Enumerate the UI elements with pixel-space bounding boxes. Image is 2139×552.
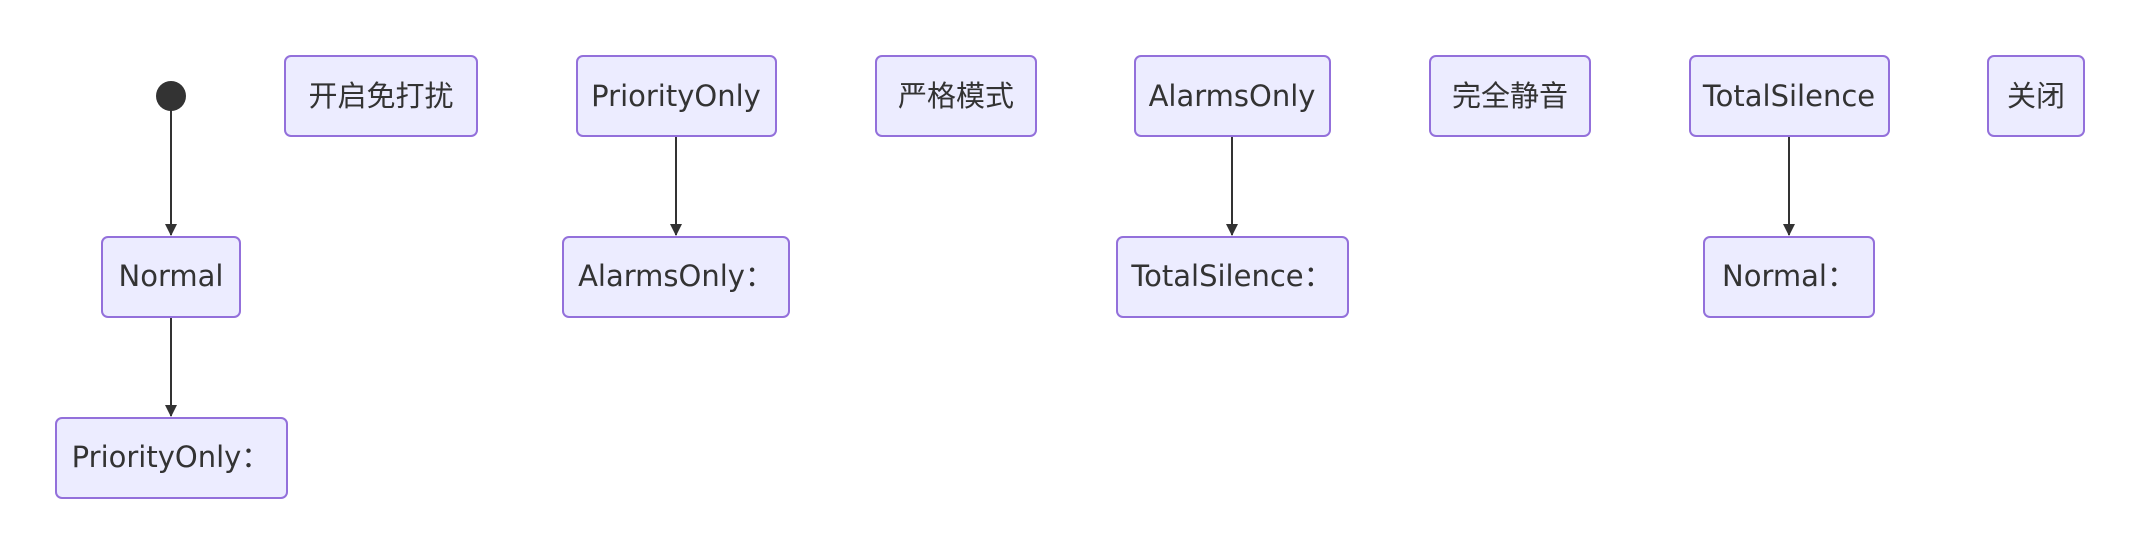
state-node-totalsilence-target[interactable]: TotalSilence： [1116,236,1349,318]
state-label-enable-dnd: 开启免打扰 [308,79,453,113]
state-node-close[interactable]: 关闭 [1987,55,2085,137]
state-node-full-mute[interactable]: 完全静音 [1429,55,1591,137]
state-node-priorityonly[interactable]: PriorityOnly [576,55,777,137]
state-label-alarmsonly: AlarmsOnly [1149,79,1316,113]
state-label-totalsilence-target: TotalSilence： [1130,259,1332,293]
state-node-normal[interactable]: Normal [101,236,241,318]
state-label-totalsilence: TotalSilence [1702,79,1875,113]
state-label-strict-mode: 严格模式 [898,79,1014,113]
state-label-priorityonly: PriorityOnly [591,79,761,113]
state-node-alarmsonly-target[interactable]: AlarmsOnly： [562,236,790,318]
state-node-priorityonly-target[interactable]: PriorityOnly： [55,417,288,499]
start-state-dot [156,81,186,111]
state-node-normal-target[interactable]: Normal： [1703,236,1875,318]
state-node-alarmsonly[interactable]: AlarmsOnly [1134,55,1331,137]
state-label-close: 关闭 [2007,79,2065,113]
state-label-normal-target: Normal： [1722,259,1856,293]
state-node-strict-mode[interactable]: 严格模式 [875,55,1037,137]
state-label-normal: Normal [119,259,224,293]
state-label-full-mute: 完全静音 [1452,79,1568,113]
state-node-enable-dnd[interactable]: 开启免打扰 [284,55,478,137]
state-label-alarmsonly-target: AlarmsOnly： [578,259,774,293]
state-label-priorityonly-target: PriorityOnly： [72,440,271,474]
state-node-totalsilence[interactable]: TotalSilence [1689,55,1890,137]
